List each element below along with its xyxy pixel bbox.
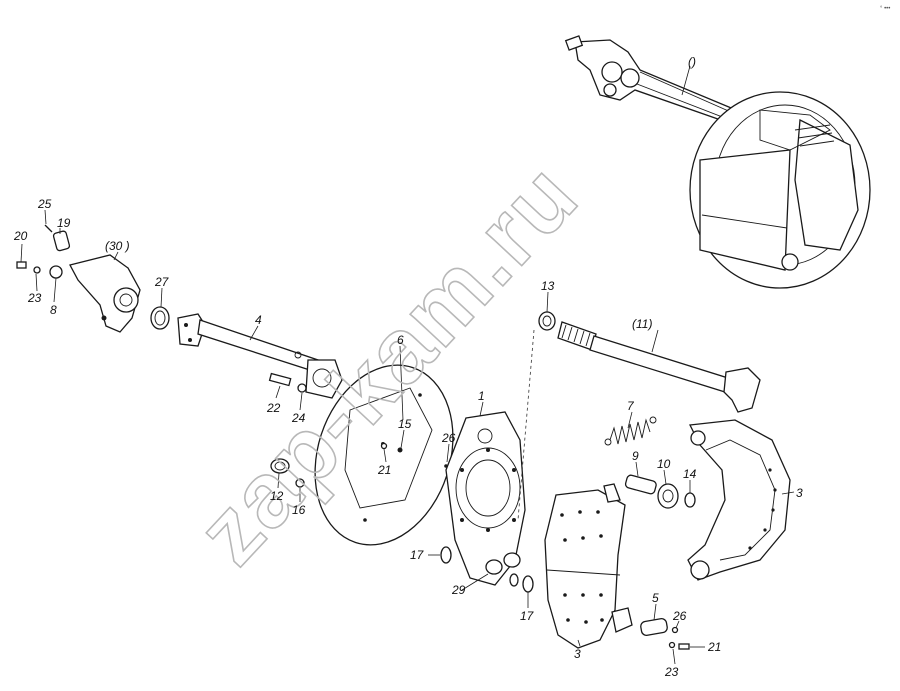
part-19-bushing (52, 230, 71, 252)
callout-6: 6 (397, 333, 404, 347)
part-27-ring (150, 306, 170, 330)
callout-14: 14 (683, 467, 697, 481)
callout-12: 12 (270, 489, 284, 503)
part-6-dust-shield (314, 364, 454, 546)
part-4-bracket-tube (177, 313, 343, 399)
corner-mark: ° ••• (880, 6, 890, 12)
callout-29: 29 (451, 583, 466, 597)
callout-19: 19 (57, 216, 71, 230)
callout-13: 13 (541, 279, 555, 293)
callout-empty: () (688, 55, 696, 69)
callout-27: 27 (154, 275, 170, 289)
part-23-washer (33, 266, 41, 274)
part-26-pin-marker (444, 464, 448, 468)
part-20-bolt (16, 261, 27, 269)
part-5-anchor-pin (640, 617, 668, 637)
callout-7: 7 (627, 399, 635, 413)
part-16-nut (295, 478, 305, 488)
callout-26-lower: 26 (672, 609, 687, 623)
callout-labels: () 25 19 20 (30 ) 23 8 27 4 13 (11) 6 22… (13, 55, 803, 679)
callout-21-lower: 21 (707, 640, 721, 654)
callout-17-right: 17 (520, 609, 535, 623)
callout-8: 8 (50, 303, 57, 317)
leader-lines (20, 65, 795, 665)
callout-9: 9 (632, 449, 639, 463)
callout-5: 5 (652, 591, 659, 605)
assembly-axis-line (517, 329, 535, 521)
callout-16: 16 (292, 503, 306, 517)
callout-4: 4 (255, 313, 262, 327)
part-21-bolt-lower (678, 643, 690, 650)
callout-21-upper: 21 (377, 463, 391, 477)
part-13-ring (538, 311, 556, 331)
part-9-roller-pin (624, 474, 657, 495)
part-1-anchor-plate (444, 411, 526, 586)
small-fasteners-center (270, 442, 388, 488)
part-14-ring (684, 492, 696, 508)
slack-adjuster-parts (16, 224, 170, 333)
part-17-ring-left (440, 546, 452, 564)
callout-26-upper: 26 (441, 431, 456, 445)
part-22-bolt (268, 372, 292, 387)
part-10-roller (657, 483, 679, 509)
callout-3-right: 3 (796, 486, 803, 500)
cam-shaft-assembled (564, 35, 761, 133)
part-7-return-spring (604, 416, 657, 446)
callout-3-lower: 3 (574, 647, 581, 661)
callout-23-lower: 23 (664, 665, 679, 679)
part-15-hole-marker (397, 447, 403, 453)
part-12-ring (270, 458, 290, 474)
callout-15: 15 (398, 417, 412, 431)
part-24-nut (297, 383, 307, 393)
part-3-brake-shoe-lower (544, 483, 633, 649)
part-17-ring-right (522, 575, 534, 593)
part-26-pin (671, 626, 679, 634)
callout-17-left: 17 (410, 548, 425, 562)
part-8-washer (49, 265, 63, 279)
callout-24: 24 (291, 411, 306, 425)
part-3-brake-shoe-right (687, 419, 791, 581)
callout-23-upper: 23 (27, 291, 42, 305)
brake-assembly-drawing (564, 35, 871, 289)
callout-11: (11) (632, 317, 652, 331)
callout-30: (30 ) (105, 239, 130, 253)
part-11-camshaft (557, 321, 761, 413)
callout-22: 22 (266, 401, 281, 415)
callout-10: 10 (657, 457, 671, 471)
callout-1: 1 (478, 389, 485, 403)
part-23-washer-lower (668, 641, 676, 649)
part-29-bushing (485, 559, 503, 575)
drum-brake-assembled (689, 91, 871, 289)
part-25-pin (44, 224, 53, 233)
callout-20: 20 (13, 229, 28, 243)
callout-25: 25 (37, 197, 52, 211)
part-30-slack-adjuster (69, 254, 141, 333)
part-21-bolt (380, 442, 388, 450)
